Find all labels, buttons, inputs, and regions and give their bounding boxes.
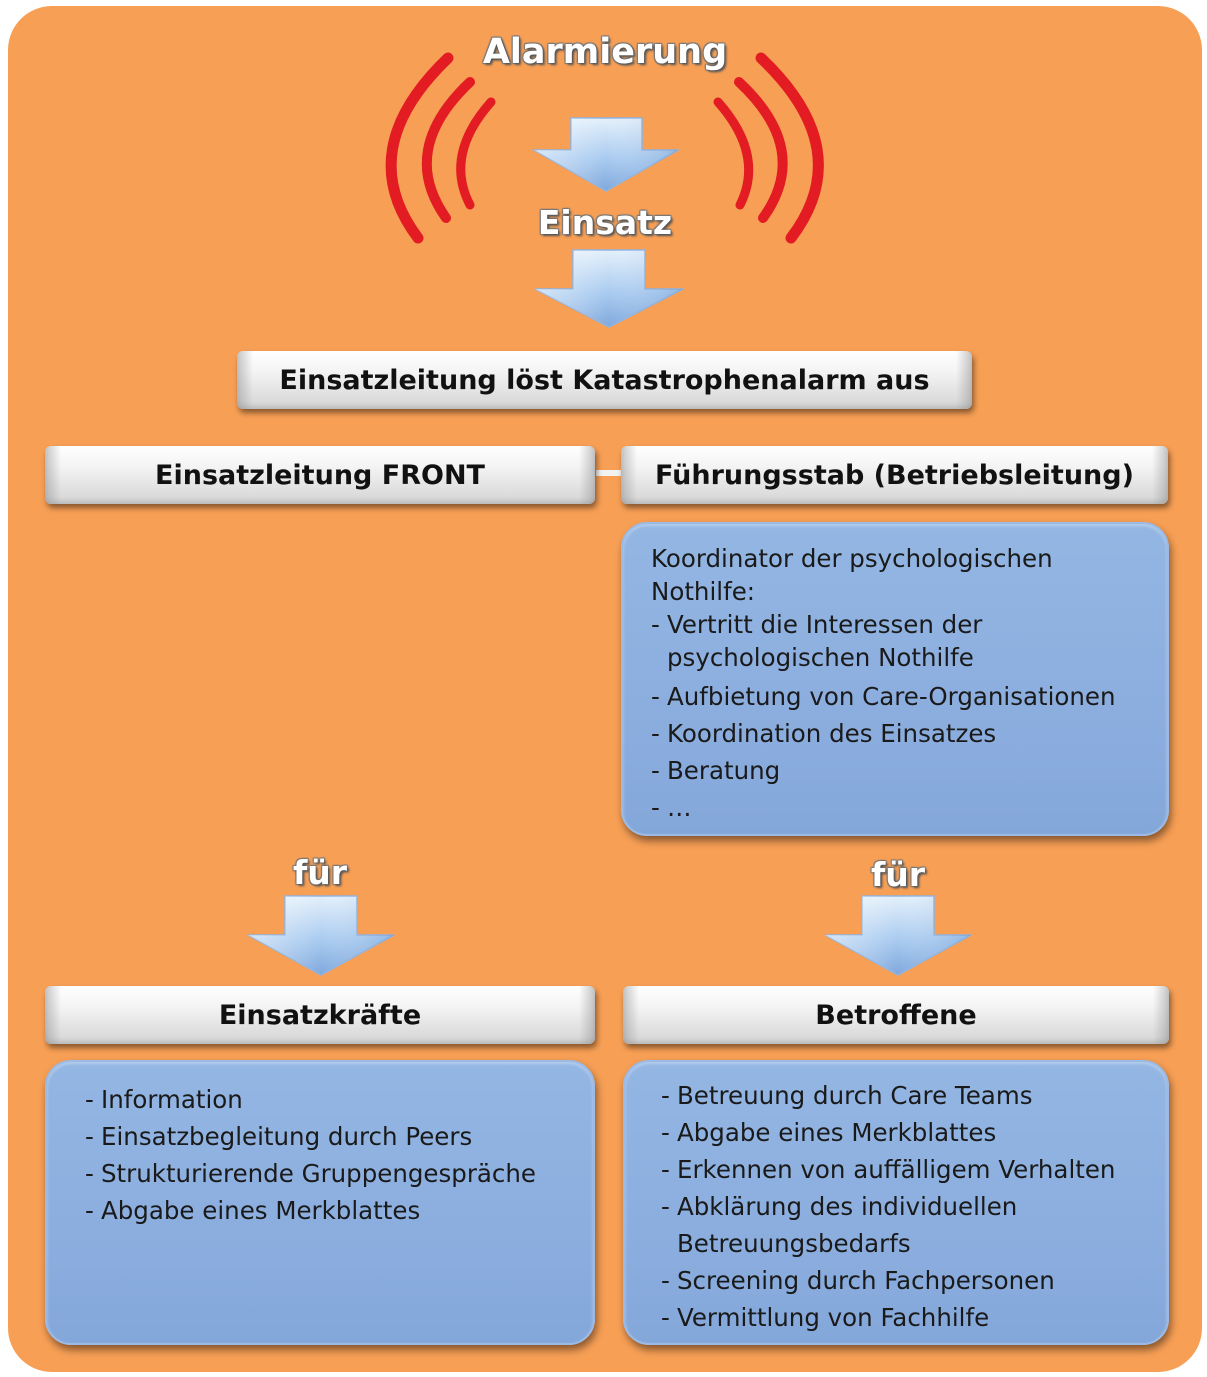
coordinator-heading: Koordinator der psychologischen Nothilfe… [651, 544, 1053, 606]
forces-header: Einsatzkräfte [45, 986, 595, 1044]
alarm-waves-left [385, 52, 496, 244]
list-item: Koordination des Einsatzes [651, 715, 1147, 752]
list-item: Erkennen von auffälligem Verhalten [661, 1151, 1147, 1188]
list-item: Information [85, 1081, 573, 1118]
list-item: Strukturierende Gruppengespräche [85, 1155, 573, 1192]
header-connector [596, 470, 622, 476]
list-item: … [651, 789, 1147, 826]
left-header: Einsatzleitung FRONT [45, 446, 595, 504]
down-arrow-icon [247, 895, 395, 976]
list-item: Aufbietung von Care-Organisationen [651, 678, 1147, 715]
list-item: Beratung [651, 752, 1147, 789]
list-item: Abgabe eines Merkblattes [661, 1114, 1147, 1151]
list-item: Screening durch Fachpersonen [661, 1262, 1147, 1299]
alarm-waves-right [713, 52, 824, 244]
down-arrow-icon [534, 249, 684, 328]
alarm-title: Alarmierung [482, 32, 728, 72]
list-item: Abgabe eines Merkblattes [85, 1192, 573, 1229]
mission-label: Einsatz [537, 203, 673, 242]
for-label-right: für [870, 855, 926, 894]
right-header: Führungsstab (Betriebsleitung) [621, 446, 1168, 504]
coordinator-box: Koordinator der psychologischen Nothilfe… [621, 522, 1169, 836]
down-arrow-icon [531, 117, 681, 192]
forces-list: Information Einsatzbegleitung durch Peer… [85, 1081, 573, 1229]
list-item: Vermittlung von Fachhilfe [661, 1299, 1147, 1336]
forces-box: Information Einsatzbegleitung durch Peer… [45, 1060, 595, 1345]
affected-list: Betreuung durch Care Teams Abgabe eines … [661, 1077, 1147, 1336]
list-item: Einsatzbegleitung durch Peers [85, 1118, 573, 1155]
list-item: Abklärung des individuellen Betreuungsbe… [661, 1188, 1147, 1262]
list-item: Vertritt die Interessen der psychologisc… [651, 608, 1147, 674]
coordinator-list: Vertritt die Interessen der psychologisc… [651, 608, 1147, 826]
list-item: Betreuung durch Care Teams [661, 1077, 1147, 1114]
down-arrow-icon [824, 895, 972, 976]
affected-box: Betreuung durch Care Teams Abgabe eines … [623, 1060, 1169, 1345]
for-label-left: für [292, 853, 348, 892]
alarm-box: Einsatzleitung löst Katastrophenalarm au… [237, 351, 972, 409]
affected-header: Betroffene [623, 986, 1169, 1044]
